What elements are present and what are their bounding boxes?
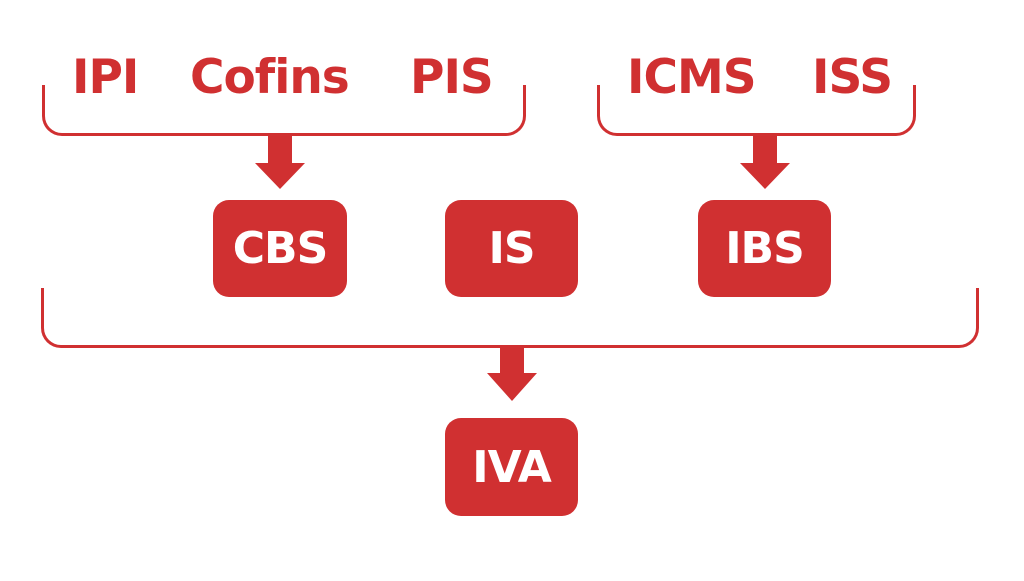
source-pis: PIS	[410, 50, 494, 105]
ibs-box: IBS	[698, 200, 831, 297]
source-icms: ICMS	[627, 50, 757, 105]
source-iss: ISS	[812, 50, 893, 105]
arrow-down-icon	[255, 135, 305, 189]
source-cofins: Cofins	[190, 50, 350, 105]
federal-bracket	[42, 85, 526, 136]
source-ipi: IPI	[72, 50, 139, 105]
state-bracket	[597, 85, 916, 136]
iva-box: IVA	[445, 418, 578, 516]
combined-bracket	[41, 288, 979, 348]
arrow-down-icon	[487, 347, 537, 401]
is-box: IS	[445, 200, 578, 297]
cbs-box: CBS	[213, 200, 347, 297]
arrow-down-icon	[740, 135, 790, 189]
